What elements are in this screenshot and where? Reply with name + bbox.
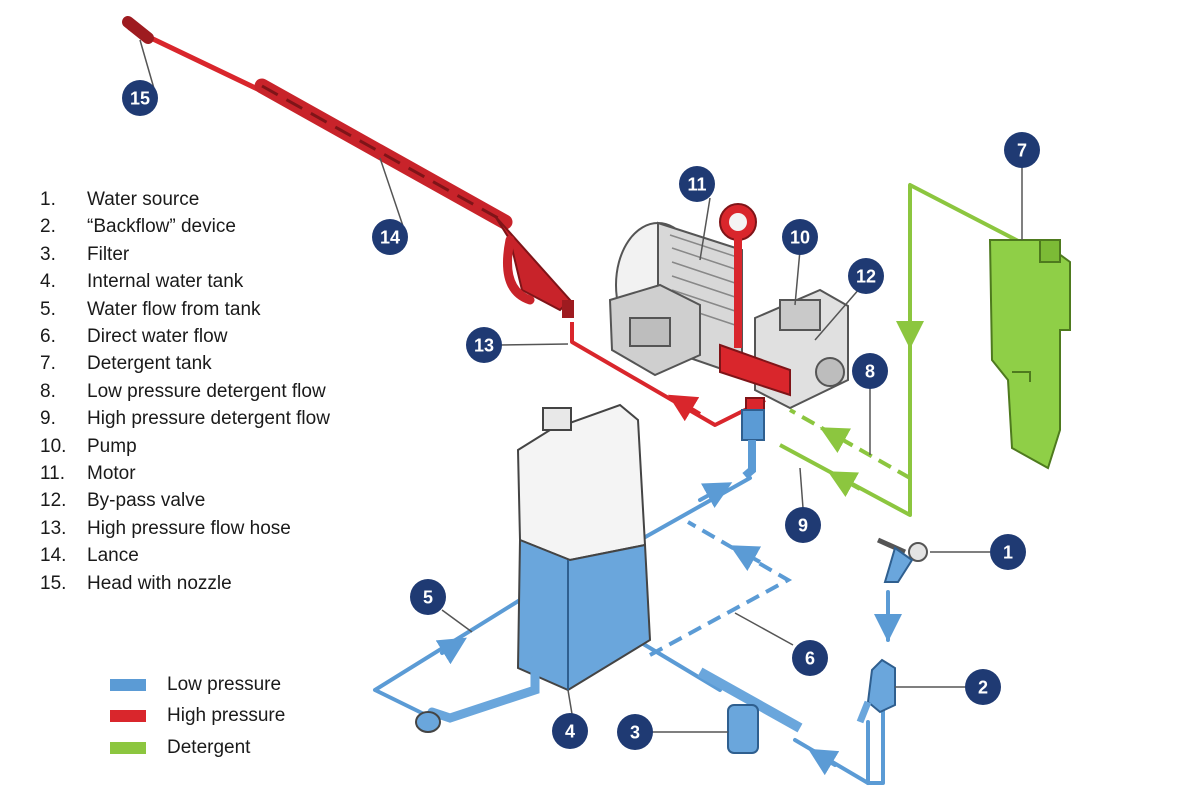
callout-13: 13	[466, 327, 502, 363]
svg-text:6: 6	[805, 649, 815, 669]
key-label: Low pressure	[167, 673, 282, 695]
key-label: Detergent	[167, 736, 251, 758]
lance-and-gun	[122, 16, 574, 318]
callout-leaders	[139, 39, 1023, 733]
callout-10: 10	[782, 219, 818, 255]
key-label: High pressure	[167, 705, 286, 727]
key-detergent: Detergent	[110, 732, 285, 764]
parts-list-item: 13.High pressure flow hose	[40, 517, 291, 539]
parts-list-item: 5.Water flow from tank	[40, 298, 261, 320]
pressure-gauge	[719, 203, 757, 348]
detergent-tank	[988, 239, 1071, 470]
parts-list-item: 4.Internal water tank	[40, 271, 244, 293]
callout-8: 8	[852, 353, 888, 389]
svg-text:4: 4	[565, 722, 575, 742]
callout-2: 2	[965, 669, 1001, 705]
parts-list-item: 9.High pressure detergent flow	[40, 408, 330, 430]
svg-text:5: 5	[423, 588, 433, 608]
callout-9: 9	[785, 507, 821, 543]
callout-badges: 15 14 13 11 10 12 7 8 9 1 2 3 4 5 6	[122, 80, 1040, 750]
callout-3: 3	[617, 714, 653, 750]
callout-1: 1	[990, 534, 1026, 570]
callout-11: 11	[679, 166, 715, 202]
svg-text:15: 15	[130, 89, 150, 109]
parts-list-item: 10.Pump	[40, 435, 137, 457]
parts-list-item: 14.Lance	[40, 545, 139, 567]
svg-text:10: 10	[790, 228, 810, 248]
water-tank	[415, 403, 652, 733]
parts-list-item: 11.Motor	[40, 463, 136, 485]
svg-text:2: 2	[978, 678, 988, 698]
low-pressure-swatch	[110, 678, 146, 691]
callout-15: 15	[122, 80, 158, 116]
parts-list-item: 15.Head with nozzle	[40, 572, 232, 594]
svg-text:14: 14	[380, 228, 400, 248]
parts-list-item: 12.By-pass valve	[40, 490, 206, 512]
filter	[697, 667, 803, 754]
direct-water-flow-line	[649, 520, 793, 657]
svg-text:8: 8	[865, 362, 875, 382]
parts-list-item: 2.“Backflow” device	[40, 216, 236, 238]
callout-12: 12	[848, 258, 884, 294]
callout-7: 7	[1004, 132, 1040, 168]
svg-text:1: 1	[1003, 543, 1013, 563]
callout-6: 6	[792, 640, 828, 676]
detergent-lines	[779, 183, 1023, 517]
parts-list-item: 6.Direct water flow	[40, 326, 228, 348]
water-tap	[876, 537, 928, 583]
pump	[719, 288, 849, 480]
svg-text:11: 11	[687, 175, 706, 195]
low-pressure-detergent-line	[789, 408, 911, 480]
svg-text:3: 3	[630, 723, 640, 743]
parts-list: 1.Water source 2.“Backflow” device 3.Fil…	[40, 186, 337, 597]
high-pressure-swatch	[110, 710, 146, 723]
parts-list-item: 7.Detergent tank	[40, 353, 212, 375]
color-key: Low pressure High pressure Detergent	[110, 669, 285, 764]
key-low-pressure: Low pressure	[110, 669, 285, 701]
svg-text:7: 7	[1017, 141, 1027, 161]
parts-list-item: 8.Low pressure detergent flow	[40, 380, 326, 402]
callout-14: 14	[372, 219, 408, 255]
parts-list-item: 3.Filter	[40, 243, 130, 265]
detergent-swatch	[110, 741, 146, 754]
backflow-device	[856, 658, 896, 724]
svg-text:9: 9	[798, 516, 808, 536]
parts-list-item: 1.Water source	[40, 189, 200, 210]
svg-text:12: 12	[856, 267, 876, 287]
high-pressure-line	[570, 322, 766, 427]
callout-5: 5	[410, 579, 446, 615]
motor	[608, 221, 743, 378]
callout-4: 4	[552, 713, 588, 749]
svg-text:13: 13	[474, 336, 494, 356]
key-high-pressure: High pressure	[110, 701, 285, 733]
